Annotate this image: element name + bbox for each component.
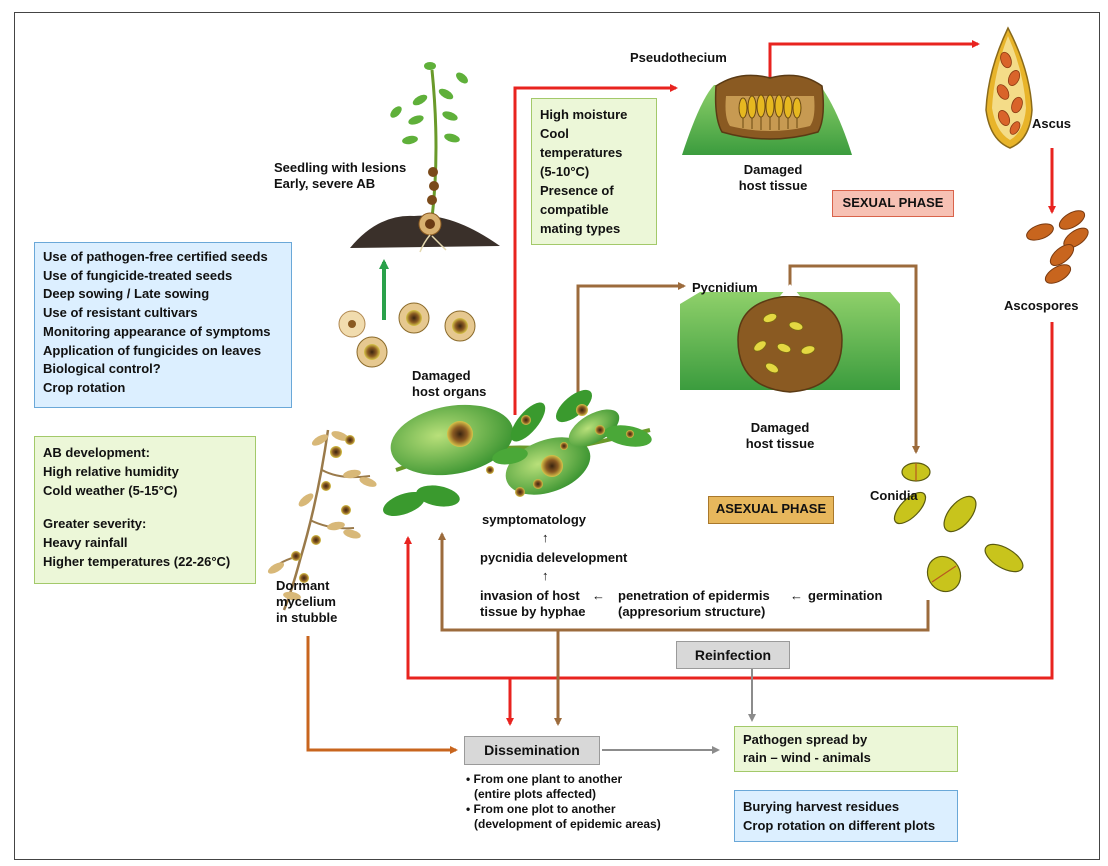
host-tissue-line: host tissue xyxy=(745,436,815,451)
invasion-text: invasion of host tissue by hyphae xyxy=(480,588,585,620)
arrow-to-pseudothecium xyxy=(513,84,678,415)
dormant-line-3: in stubble xyxy=(276,610,338,625)
control-measure-item: Biological control? xyxy=(43,361,161,377)
damaged-organs-line-2: host organs xyxy=(412,384,487,399)
left-arrow-2: ← xyxy=(790,588,803,603)
seedling-line-2: Early, severe AB xyxy=(274,176,376,191)
control-measure-item: Monitoring appearance of symptoms xyxy=(43,323,271,339)
dormant-line-1: Dormant xyxy=(276,578,330,593)
sexual-conditions-box: High moisture Cool temperatures (5-10°C)… xyxy=(531,98,657,245)
ab-development-item: Cold weather (5-15°C) xyxy=(43,483,178,498)
severity-title: Greater severity: xyxy=(43,516,147,531)
dormant-stubble-illustration xyxy=(267,429,377,611)
sexual-phase-badge: SEXUAL PHASE xyxy=(832,190,954,217)
note-line: (development of epidemic areas) xyxy=(474,817,661,831)
diagram-frame xyxy=(14,12,1100,860)
conidia-illustration xyxy=(893,462,1024,593)
damaged-host-tissue-sexual-label: Damaged host tissue xyxy=(728,162,818,194)
pseudothecium-illustration xyxy=(682,74,852,155)
pycnidium-illustration xyxy=(680,284,900,393)
control-measure-item: Application of fungicides on leaves xyxy=(43,342,262,358)
ascospores-label: Ascospores xyxy=(1004,298,1079,313)
condition-line: compatible xyxy=(540,202,609,217)
ab-development-title: AB development: xyxy=(43,445,150,460)
infected-plant-illustration xyxy=(383,389,652,517)
burying-line: Burying harvest residues xyxy=(743,799,900,814)
left-arrow-1: ← xyxy=(592,588,605,603)
up-arrow-2: ↑ xyxy=(542,568,549,583)
penetration-text: penetration of epidermis (appresorium st… xyxy=(618,588,770,620)
damaged-organs-line-1: Damaged xyxy=(412,368,471,383)
symptomatology-text: symptomatology xyxy=(482,512,587,527)
note-line: • From one plot to another xyxy=(466,802,616,816)
arrow-to-ascus xyxy=(768,40,980,78)
damaged-host-tissue-asexual-label: Damaged host tissue xyxy=(730,420,830,452)
host-tissue-line: host tissue xyxy=(738,178,808,193)
spacer xyxy=(43,500,247,514)
seeds-illustration xyxy=(338,302,476,368)
pycnidium-label: Pycnidium xyxy=(692,280,758,295)
ab-development-item: High relative humidity xyxy=(43,464,179,479)
control-measure-item: Crop rotation xyxy=(43,379,126,395)
condition-line: Presence of xyxy=(540,183,614,198)
reinfection-badge: Reinfection xyxy=(676,641,790,669)
dormant-line-2: mycelium xyxy=(276,594,336,609)
invasion-line-2: tissue by hyphae xyxy=(480,604,586,619)
pseudothecium-label: Pseudothecium xyxy=(630,50,727,65)
damaged-line: Damaged xyxy=(750,420,810,435)
arrow-ascospores-reinfection xyxy=(404,322,1054,680)
ascus-label: Ascus xyxy=(1032,116,1072,131)
burying-line: Crop rotation on different plots xyxy=(743,818,936,833)
ascospores-illustration xyxy=(1026,210,1089,284)
seedling-line-1: Seedling with lesions xyxy=(274,160,407,175)
pycnidia-development-text: pycnidia delevelopment xyxy=(480,550,628,565)
control-measure-item: Use of fungicide-treated seeds xyxy=(43,267,233,283)
seedling-label: Seedling with lesions Early, severe AB xyxy=(274,160,406,192)
ascus-illustration xyxy=(985,26,1033,149)
burying-box: Burying harvest residues Crop rotation o… xyxy=(734,790,958,842)
arrow-to-conidia xyxy=(788,264,920,454)
control-measure-item: Deep sowing / Late sowing xyxy=(43,286,210,302)
penetration-line-2: (appresorium structure) xyxy=(618,604,766,619)
dormant-mycelium-label: Dormant mycelium in stubble xyxy=(276,578,337,626)
dissemination-notes: • From one plant to another (entire plot… xyxy=(466,772,661,832)
condition-line: mating types xyxy=(540,221,621,236)
severity-item: Higher temperatures (22-26°C) xyxy=(43,554,231,569)
penetration-line-1: penetration of epidermis xyxy=(618,588,770,603)
spread-line: rain – wind - animals xyxy=(743,750,871,765)
note-line: • From one plant to another xyxy=(466,772,623,786)
arrow-conidia-reinfection xyxy=(438,532,930,632)
asexual-phase-badge: ASEXUAL PHASE xyxy=(708,496,834,524)
note-line: (entire plots affected) xyxy=(474,787,597,801)
invasion-line-1: invasion of host xyxy=(480,588,580,603)
damaged-line: Damaged xyxy=(743,162,803,177)
condition-line: (5-10°C) xyxy=(540,164,590,179)
condition-line: High moisture xyxy=(540,107,628,122)
ab-development-box: AB development: High relative humidity C… xyxy=(34,436,256,584)
up-arrow-1: ↑ xyxy=(542,530,549,545)
damaged-organs-label: Damaged host organs xyxy=(412,368,486,400)
seedling-illustration xyxy=(350,62,500,253)
control-measure-item: Use of resistant cultivars xyxy=(43,305,198,321)
control-measures-box: Use of pathogen-free certified seeds Use… xyxy=(34,242,292,408)
pathogen-spread-box: Pathogen spread by rain – wind - animals xyxy=(734,726,958,772)
severity-item: Heavy rainfall xyxy=(43,535,128,550)
germination-text: germination xyxy=(808,588,883,603)
conidia-label: Conidia xyxy=(870,488,918,503)
control-measure-item: Use of pathogen-free certified seeds xyxy=(43,249,268,264)
condition-line: Cool xyxy=(540,126,569,141)
spread-line: Pathogen spread by xyxy=(743,732,868,747)
arrow-to-pycnidium xyxy=(576,282,686,398)
condition-line: temperatures xyxy=(540,145,623,160)
dissemination-badge: Dissemination xyxy=(464,736,600,765)
arrow-dormant-dissemination xyxy=(306,636,458,754)
